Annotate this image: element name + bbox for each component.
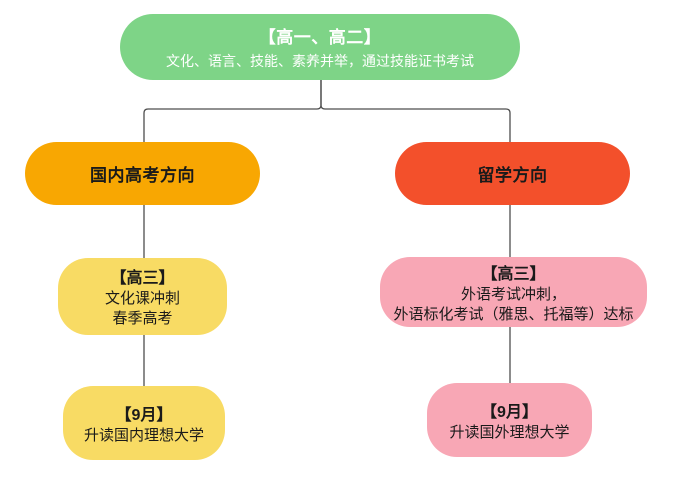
- node-abroad-direction-title: 留学方向: [477, 166, 548, 185]
- node-domestic-direction-title: 国内高考方向: [90, 166, 195, 185]
- node-grade1-2-subtitle: 文化、语言、技能、素养并举，通过技能证书考试: [166, 53, 474, 69]
- node-abroad-september: 【9月】 升读国外理想大学: [427, 383, 592, 457]
- node-domestic-grade3-line2: 春季高考: [112, 310, 173, 327]
- node-domestic-september-title: 【9月】: [115, 406, 173, 424]
- node-domestic-grade3: 【高三】 文化课冲刺 春季高考: [58, 258, 227, 335]
- connector-root-to-domestic: [143, 80, 322, 142]
- node-domestic-grade3-title: 【高三】: [110, 270, 175, 288]
- node-domestic-direction: 国内高考方向: [25, 142, 260, 205]
- node-grade1-2: 【高一、高二】 文化、语言、技能、素养并举，通过技能证书考试: [120, 14, 520, 80]
- node-domestic-september: 【9月】 升读国内理想大学: [63, 386, 225, 460]
- node-abroad-direction: 留学方向: [395, 142, 630, 205]
- node-domestic-grade3-line1: 文化课冲刺: [104, 290, 180, 308]
- node-abroad-september-title: 【9月】: [481, 403, 538, 421]
- connector-root-to-abroad: [320, 80, 511, 142]
- node-grade1-2-title: 【高一、高二】: [258, 28, 382, 47]
- node-abroad-grade3-line2: 外语标化考试（雅思、托福等）达标: [393, 305, 634, 323]
- node-abroad-grade3: 【高三】 外语考试冲刺， 外语标化考试（雅思、托福等）达标: [380, 257, 647, 327]
- node-domestic-september-line1: 升读国内理想大学: [83, 426, 204, 444]
- node-abroad-september-line1: 升读国外理想大学: [449, 423, 570, 441]
- node-abroad-grade3-title: 【高三】: [481, 265, 546, 283]
- node-abroad-grade3-line1: 外语考试冲刺，: [460, 285, 566, 303]
